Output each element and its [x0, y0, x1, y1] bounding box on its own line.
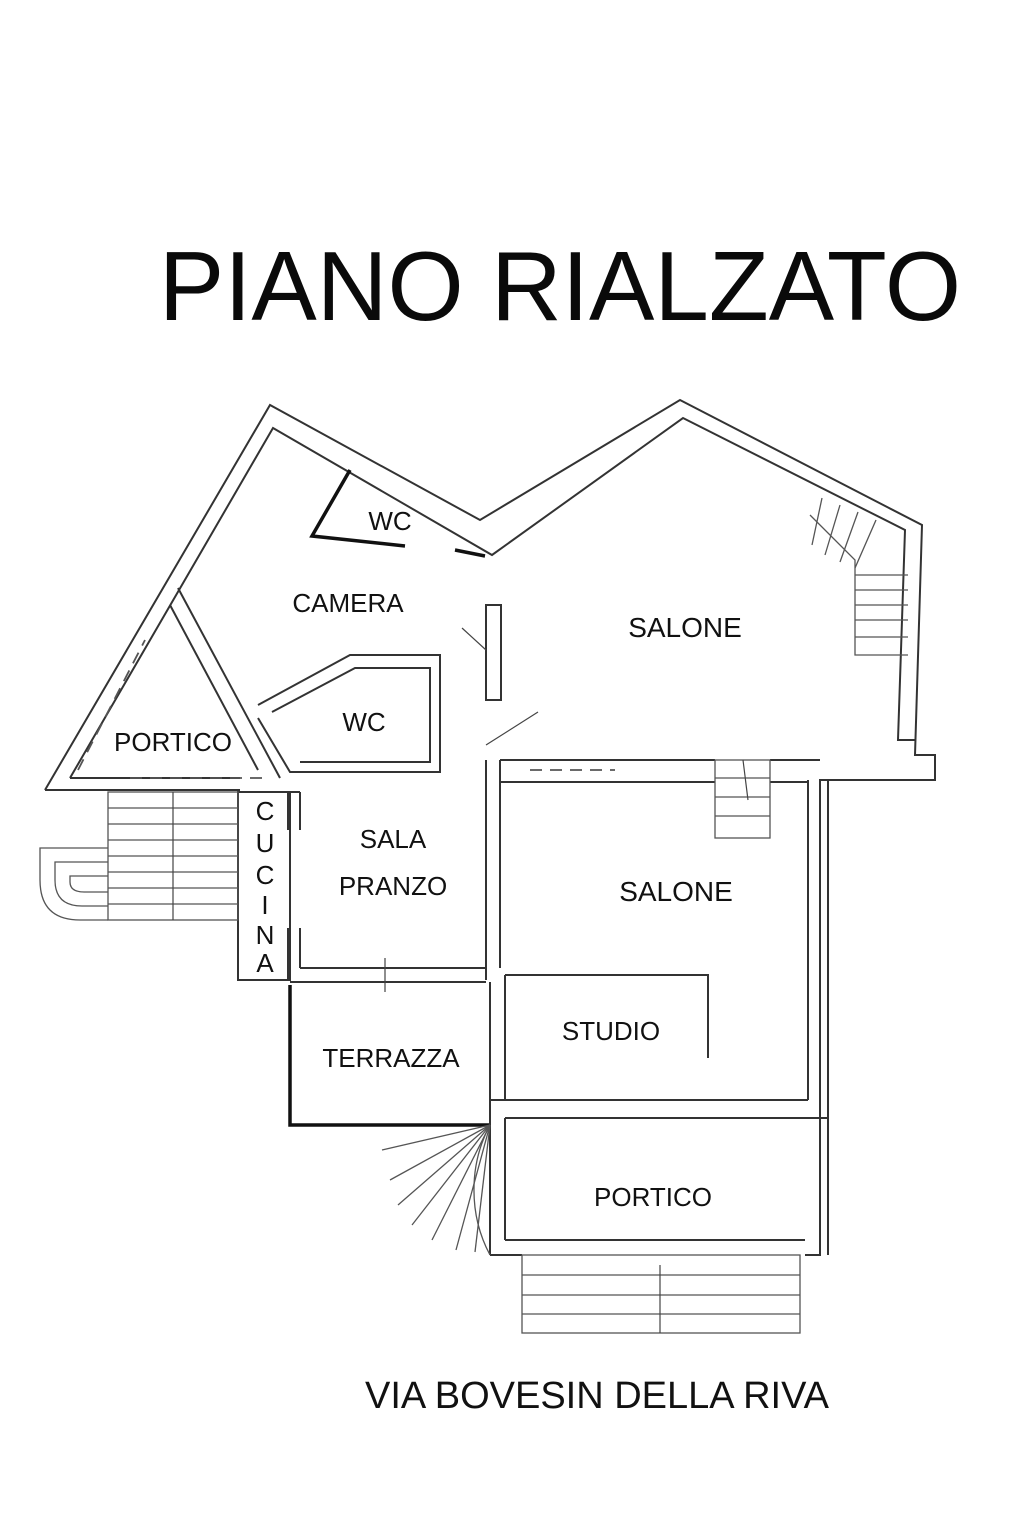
spiral-staircase — [381, 1124, 491, 1256]
wc-upper-walls — [309, 469, 486, 558]
entrance-steps-bottom — [521, 1254, 801, 1334]
plan-title: PIANO RIALZATO — [159, 231, 961, 341]
cucina-letter: C — [256, 860, 275, 890]
entrance-steps-left — [39, 791, 239, 921]
cucina-letter: C — [256, 796, 275, 826]
room-label-pranzo: PRANZO — [339, 871, 447, 901]
staircase-upper-right — [809, 497, 908, 656]
studio-walls — [490, 974, 828, 1119]
cucina-letter: U — [256, 828, 275, 858]
central-partition — [461, 604, 539, 746]
room-label-cucina: C U C I N A — [256, 796, 275, 978]
portico-bottom-walls — [489, 1118, 805, 1256]
room-label-studio: STUDIO — [562, 1016, 660, 1046]
cucina-letter: I — [261, 890, 268, 920]
room-label-portico-bottom: PORTICO — [594, 1182, 712, 1212]
terrazza-walls — [288, 982, 491, 1127]
room-label-wc-lower: WC — [342, 707, 385, 737]
street-label: VIA BOVESIN DELLA RIVA — [365, 1375, 830, 1417]
wc-lower-walls — [257, 654, 441, 773]
portico-left-walls — [45, 587, 281, 791]
room-label-camera: CAMERA — [292, 588, 404, 618]
room-label-salone-upper: SALONE — [628, 612, 742, 643]
cucina-letter: A — [256, 948, 274, 978]
sala-pranzo-walls — [290, 958, 486, 992]
cucina-letter: N — [256, 920, 275, 950]
salone-divider-wall — [485, 759, 820, 980]
room-label-wc-upper: WC — [368, 506, 411, 536]
room-label-sala: SALA — [360, 824, 427, 854]
room-label-terrazza: TERRAZZA — [322, 1043, 460, 1073]
exterior-walls — [44, 398, 936, 1256]
room-label-portico-left: PORTICO — [114, 727, 232, 757]
room-label-salone-lower: SALONE — [619, 876, 733, 907]
